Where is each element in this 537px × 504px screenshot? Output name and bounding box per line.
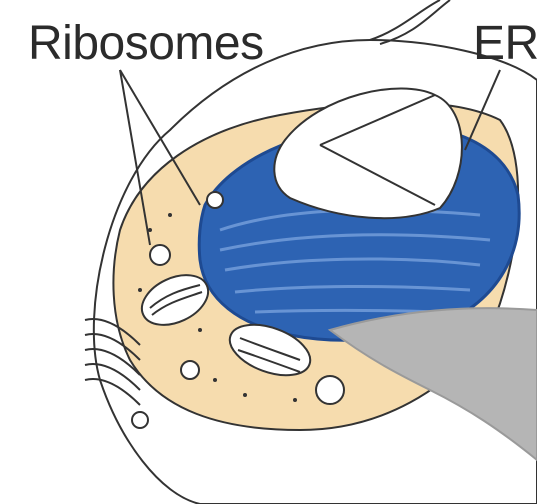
er-label: ER: [473, 20, 537, 68]
top-strand-2: [380, 0, 450, 44]
ribosomes-label: Ribosomes: [28, 20, 264, 68]
